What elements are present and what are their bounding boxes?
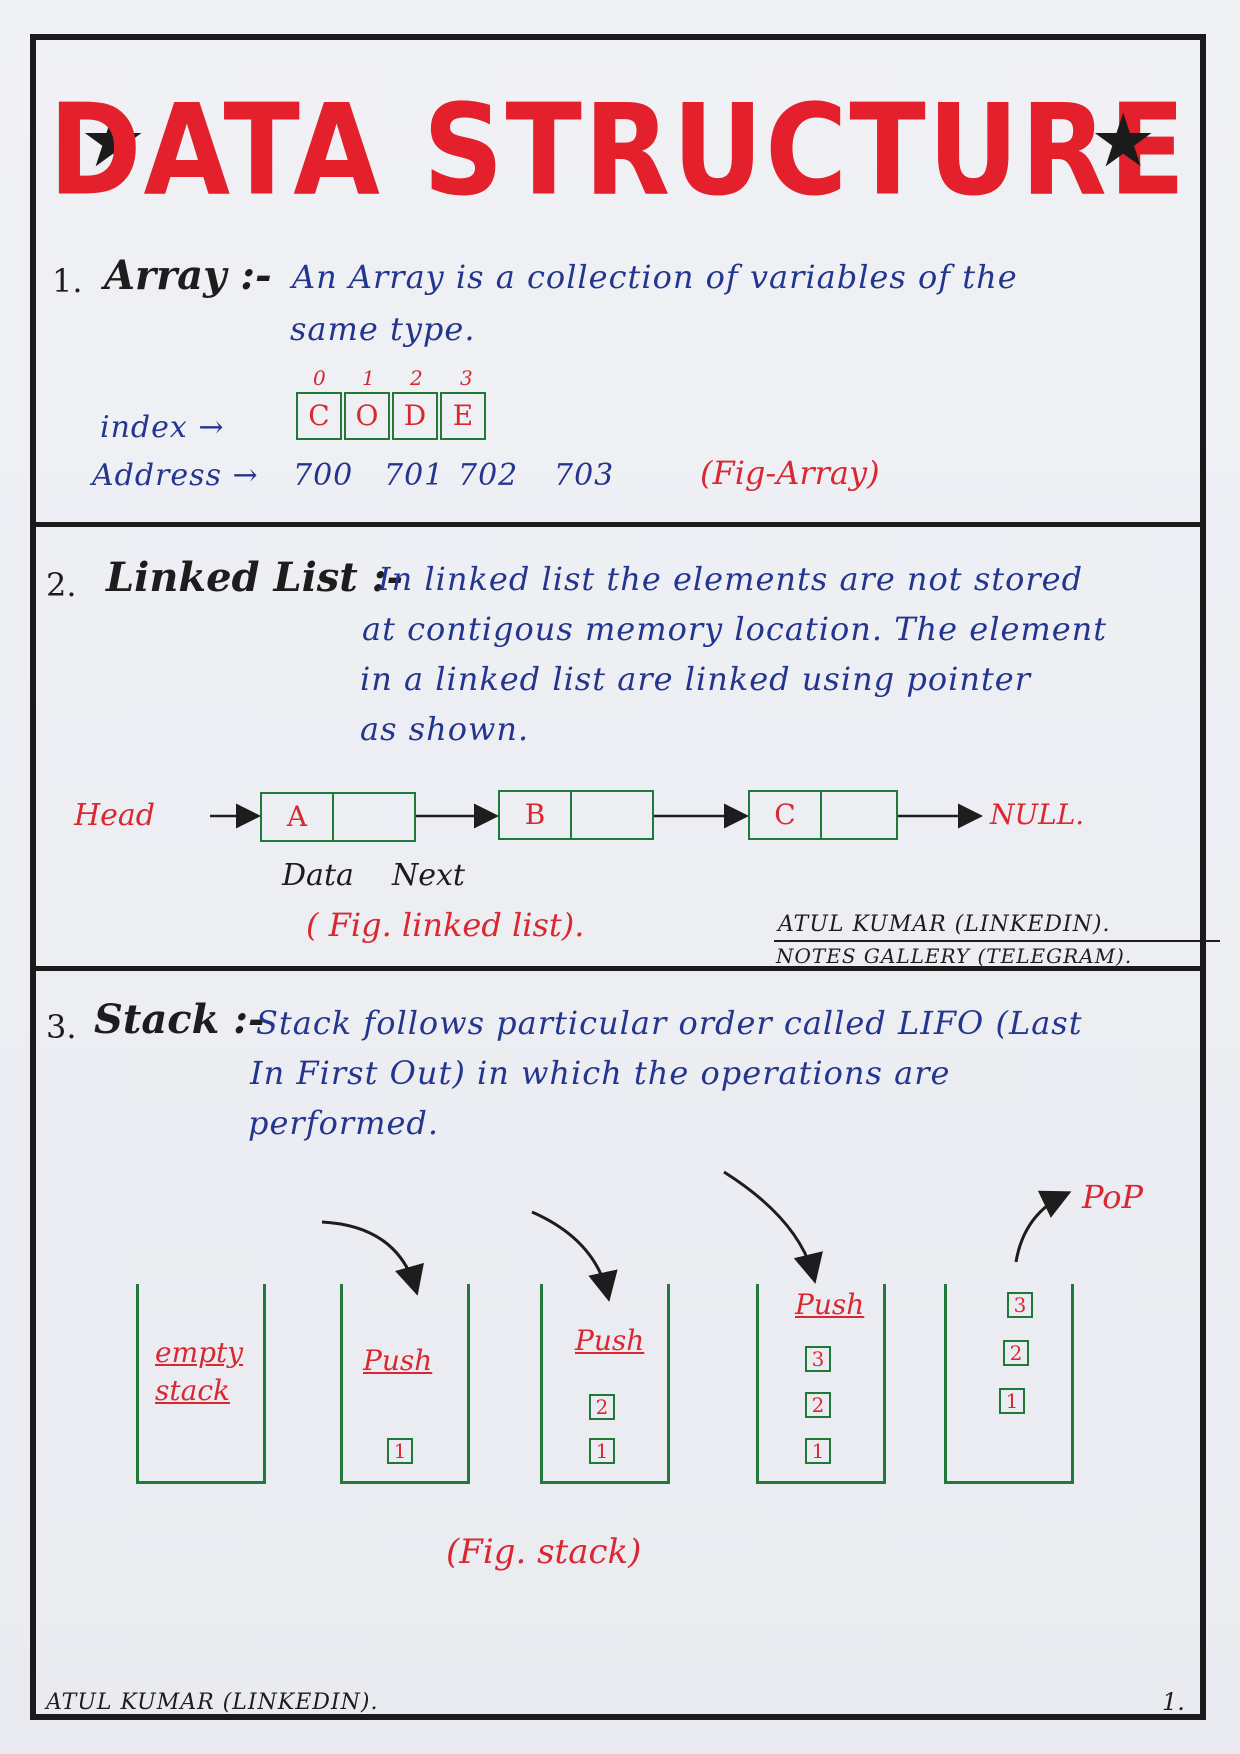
stack-heading: Stack :-: [94, 996, 265, 1043]
linked-list-node: B: [498, 790, 654, 840]
push-label: Push: [575, 1324, 645, 1357]
node-data-field: B: [500, 792, 572, 838]
array-heading: Array :-: [104, 252, 272, 299]
array-definition-line1: An Array is a collection of variables of…: [292, 258, 1018, 296]
array-address-label: Address →: [92, 458, 259, 493]
array-address: 703: [554, 458, 615, 493]
linked-list-definition-line4: as shown.: [360, 710, 530, 748]
stack-definition-line2: In First Out) in which the operations ar…: [250, 1054, 951, 1092]
footer-credit: ATUL KUMAR (LINKEDIN).: [46, 1690, 379, 1715]
credit-underline: [774, 940, 1220, 942]
stack-item: 1: [805, 1438, 831, 1464]
array-cell: O: [344, 392, 390, 440]
linked-list-heading: Linked List :-: [106, 554, 404, 601]
linked-list-node: A: [260, 792, 416, 842]
stack-figure-caption: (Fig. stack): [446, 1532, 642, 1572]
linked-list-null-label: NULL.: [990, 798, 1085, 831]
array-cell: D: [392, 392, 438, 440]
stack-item: 2: [805, 1392, 831, 1418]
array-address: 701: [384, 458, 445, 493]
star-icon-right: ★: [1090, 98, 1157, 184]
stack-item: 2: [1003, 1340, 1029, 1366]
stack-container-pop: 3 2 1: [944, 1284, 1074, 1484]
page-number: 1.: [1162, 1688, 1185, 1716]
section-divider-2: [30, 966, 1206, 971]
linked-list-head-label: Head: [74, 798, 156, 833]
node-data-field: C: [750, 792, 822, 838]
page-border: [30, 34, 1206, 1720]
stack-item: 3: [805, 1346, 831, 1372]
stack-definition-line1: Stack follows particular order called LI…: [256, 1004, 1083, 1042]
stack-container-push-1: Push 1: [340, 1284, 470, 1484]
stack-container-push-2: Push 2 1: [540, 1284, 670, 1484]
array-definition-line2: same type.: [290, 310, 476, 348]
empty-stack-label-line1: empty: [155, 1336, 244, 1369]
array-index-2: 2: [410, 366, 423, 390]
stack-item: 1: [387, 1438, 413, 1464]
array-address: 700: [293, 458, 354, 493]
push-label: Push: [795, 1288, 865, 1321]
linked-list-node: C: [748, 790, 898, 840]
credit-telegram: NOTES GALLERY (TELEGRAM).: [776, 944, 1133, 968]
array-index-label: index →: [100, 410, 225, 445]
node-data-label: Data: [282, 858, 354, 893]
linked-list-figure-caption: ( Fig. linked list).: [306, 906, 585, 944]
stack-item: 1: [589, 1438, 615, 1464]
array-number: 1.: [52, 262, 83, 300]
linked-list-definition-line1: In linked list the elements are not stor…: [378, 560, 1084, 598]
stack-item: 2: [589, 1394, 615, 1420]
array-cell: E: [440, 392, 486, 440]
array-address: 702: [458, 458, 519, 493]
linked-list-number: 2.: [46, 566, 77, 604]
array-index-0: 0: [313, 366, 326, 390]
star-icon-left: ★: [80, 98, 147, 184]
section-divider-1: [30, 522, 1206, 527]
node-next-label: Next: [392, 858, 465, 893]
array-index-3: 3: [460, 366, 473, 390]
push-label: Push: [363, 1344, 433, 1377]
page-title: DATA STRUCTURE: [48, 77, 1188, 224]
stack-number: 3.: [46, 1008, 77, 1046]
stack-item: 1: [999, 1388, 1025, 1414]
stack-item: 3: [1007, 1292, 1033, 1318]
linked-list-definition-line2: at contigous memory location. The elemen…: [362, 610, 1108, 648]
array-cell: C: [296, 392, 342, 440]
linked-list-definition-line3: in a linked list are linked using pointe…: [360, 660, 1032, 698]
empty-stack-label-line2: stack: [155, 1374, 230, 1407]
pop-label: PoP: [1082, 1178, 1144, 1216]
stack-container-push-3: Push 3 2 1: [756, 1284, 886, 1484]
credit-linkedin: ATUL KUMAR (LINKEDIN).: [778, 912, 1111, 937]
node-data-field: A: [262, 794, 334, 840]
array-figure-caption: (Fig-Array): [700, 454, 880, 492]
array-index-1: 1: [362, 366, 375, 390]
stack-definition-line3: performed.: [248, 1104, 440, 1142]
stack-container-empty: empty stack: [136, 1284, 266, 1484]
